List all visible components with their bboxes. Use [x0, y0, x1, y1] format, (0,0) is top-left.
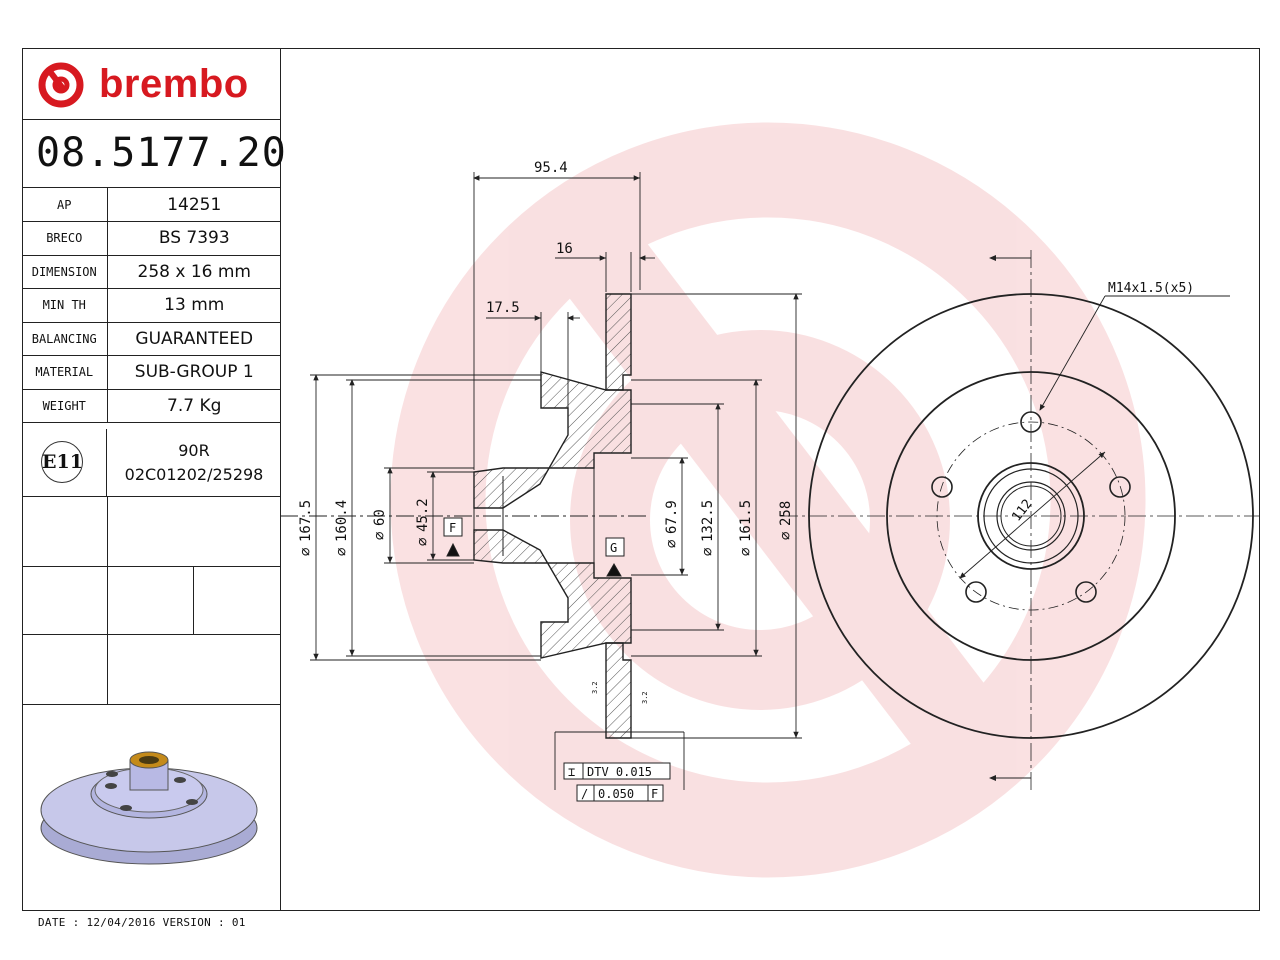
certification-line2: 02C01202/25298 — [124, 465, 264, 484]
dtv-symbol: ⌶ — [568, 765, 575, 779]
certification-row: E11 90R 02C01202/25298 — [22, 429, 281, 497]
spec-key: DIMENSION — [22, 255, 108, 289]
dim-d160-4-symbol: ⌀ — [334, 547, 350, 556]
spec-value: 14251 — [107, 188, 281, 222]
datum-g-label: G — [610, 541, 617, 555]
roughness-left: 3.2 — [591, 681, 599, 694]
date-version: DATE : 12/04/2016 VERSION : 01 — [38, 916, 246, 929]
disc-thumbnail — [40, 751, 258, 865]
section-hub-bottom — [473, 529, 632, 659]
dim-overall-width: 95.4 — [534, 160, 568, 176]
spec-value: BS 7393 — [107, 221, 281, 256]
spec-key: MIN TH — [22, 288, 108, 323]
brembo-logo-icon — [38, 62, 84, 108]
spec-key: BALANCING — [22, 322, 108, 356]
front-view — [780, 250, 1260, 790]
spec-value: 7.7 Kg — [107, 389, 281, 423]
runout-datum: F — [651, 787, 658, 801]
dim-d167-5-symbol: ⌀ — [298, 547, 314, 556]
dim-d160-4: 160.4 — [334, 500, 350, 542]
dim-d167-5: 167.5 — [298, 500, 314, 542]
roughness-right: 3.2 — [641, 691, 649, 704]
part-number: 08.5177.20 — [36, 130, 287, 176]
blank-row — [22, 567, 281, 635]
thread-callout: M14x1.5(x5) — [1108, 281, 1194, 296]
datum-f-label: F — [449, 521, 456, 535]
dim-d45-2-symbol: ⌀ — [415, 537, 431, 546]
dtv-label: DTV 0.015 — [587, 765, 652, 779]
column-divider — [107, 497, 108, 705]
spec-key: MATERIAL — [22, 355, 108, 390]
section-hub-top — [473, 371, 632, 509]
runout-symbol: / — [581, 787, 588, 801]
dim-bolt-circle: 112 — [1009, 497, 1035, 525]
part-number-cell: 08.5177.20 — [22, 120, 286, 188]
dim-thickness: 16 — [556, 241, 573, 257]
certification-key: E11 — [22, 429, 107, 496]
dim-d67-9: 67.9 — [664, 500, 680, 534]
spec-key: WEIGHT — [22, 389, 108, 423]
dim-d60-symbol: ⌀ — [372, 531, 388, 540]
section-ring-top — [605, 293, 632, 391]
dimension-lines — [310, 172, 802, 790]
dim-d45-2: 45.2 — [415, 498, 431, 532]
tolerance-frames — [563, 762, 671, 802]
spec-value: SUB-GROUP 1 — [107, 355, 281, 390]
logo-area: brembo — [22, 48, 281, 120]
dim-d67-9-symbol: ⌀ — [664, 539, 680, 548]
blank-row — [22, 635, 281, 705]
spec-value: 258 x 16 mm — [107, 255, 281, 289]
runout-value: 0.050 — [598, 787, 634, 801]
spec-value: 13 mm — [107, 288, 281, 323]
section-ring-bottom — [605, 642, 632, 739]
spec-key: AP — [22, 188, 108, 222]
section-lines — [280, 468, 650, 578]
spec-value: GUARANTEED — [107, 322, 281, 356]
dim-d60: 60 — [372, 509, 388, 526]
dim-d258-symbol: ⌀ — [778, 531, 794, 540]
dimension-texts: 95.4 16 17.5 ⌀ 167.5 ⌀ 160.4 ⌀ 60 ⌀ 45.2 ⌀ 67… — [298, 160, 1194, 801]
brand-name: brembo — [99, 62, 249, 106]
dim-d132-5-symbol: ⌀ — [700, 547, 716, 556]
blank-row — [22, 497, 281, 567]
certification-line1: 90R — [178, 441, 210, 460]
datum-markers — [443, 517, 625, 577]
dim-d161-5: 161.5 — [738, 500, 754, 542]
spec-key: BRECO — [22, 221, 108, 256]
column-divider — [193, 567, 194, 635]
e11-mark: E11 — [41, 441, 83, 483]
dim-d258: 258 — [778, 501, 794, 526]
cross-section-view — [473, 293, 632, 739]
drawing-frame — [22, 48, 1260, 911]
dim-d161-5-symbol: ⌀ — [738, 547, 754, 556]
dim-d132-5: 132.5 — [700, 500, 716, 542]
dim-hub-offset: 17.5 — [486, 300, 520, 316]
